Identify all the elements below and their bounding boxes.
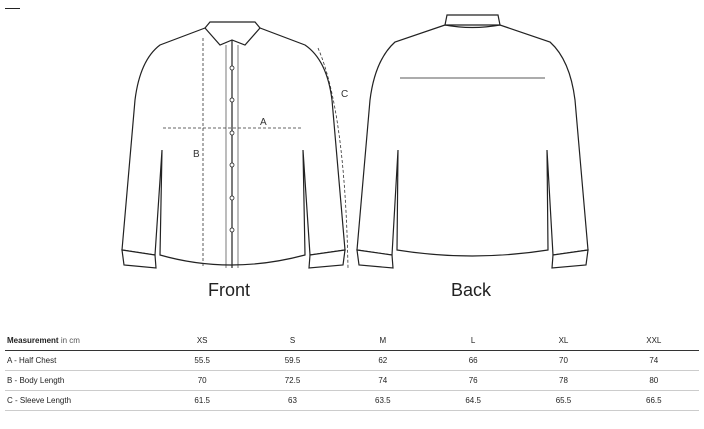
- back-collar: [444, 14, 501, 26]
- measurement-header: Measurement in cm: [7, 336, 80, 345]
- back-caption: Back: [451, 280, 492, 300]
- size-header: XS: [196, 336, 208, 345]
- cell: 63.5: [375, 396, 391, 405]
- row-label: B - Body Length: [7, 376, 65, 385]
- cell: 74: [378, 376, 388, 385]
- cell: 70: [559, 356, 568, 365]
- table-row: A - Half Chest 55.5 59.5 62 66 70 74: [5, 351, 699, 371]
- back-left-cuff: [356, 249, 394, 269]
- cell: 66.5: [646, 396, 662, 405]
- table-row: C - Sleeve Length 61.5 63 63.5 64.5 65.5…: [5, 391, 699, 411]
- cell: 64.5: [465, 396, 481, 405]
- cell: 66: [468, 356, 478, 365]
- measure-line-c: [317, 47, 349, 269]
- cell: 70: [197, 376, 207, 385]
- cell: 55.5: [194, 356, 210, 365]
- cell: 62: [378, 356, 388, 365]
- cell: 59.5: [284, 356, 301, 365]
- size-header: M: [379, 336, 387, 345]
- row-label: C - Sleeve Length: [7, 396, 72, 405]
- cell: 76: [468, 376, 478, 385]
- shirt-illustration: A B C: [121, 14, 589, 269]
- cell: 72.5: [284, 376, 301, 385]
- front-shirt: [121, 21, 346, 269]
- cell: 61.5: [194, 396, 210, 405]
- back-right-cuff: [551, 249, 589, 269]
- cell: 63: [288, 396, 297, 405]
- marker-a: A: [260, 117, 267, 128]
- marker-c: C: [341, 89, 348, 100]
- size-header: XL: [558, 336, 569, 345]
- cell: 80: [649, 376, 659, 385]
- cell: 74: [649, 356, 659, 365]
- back-body: [356, 24, 589, 257]
- front-collar: [204, 21, 261, 46]
- back-shirt: [356, 14, 589, 269]
- decorative-dash: [5, 8, 20, 9]
- size-header: S: [289, 336, 296, 345]
- marker-b: B: [193, 149, 200, 160]
- size-header: XXL: [646, 336, 662, 345]
- cell: 65.5: [555, 396, 572, 405]
- right-cuff: [308, 249, 346, 269]
- row-label: A - Half Chest: [7, 356, 57, 365]
- size-header: L: [470, 336, 476, 345]
- table-header-row: Measurement in cm XS S M L XL XXL: [5, 331, 699, 351]
- left-cuff: [121, 249, 157, 269]
- size-table: Measurement in cm XS S M L XL XXL A - Ha…: [5, 331, 699, 411]
- table-row: B - Body Length 70 72.5 74 76 78 80: [5, 371, 699, 391]
- measure-lines: [163, 38, 349, 269]
- front-buttons: [229, 65, 235, 233]
- front-caption: Front: [208, 280, 251, 300]
- cell: 78: [559, 376, 568, 385]
